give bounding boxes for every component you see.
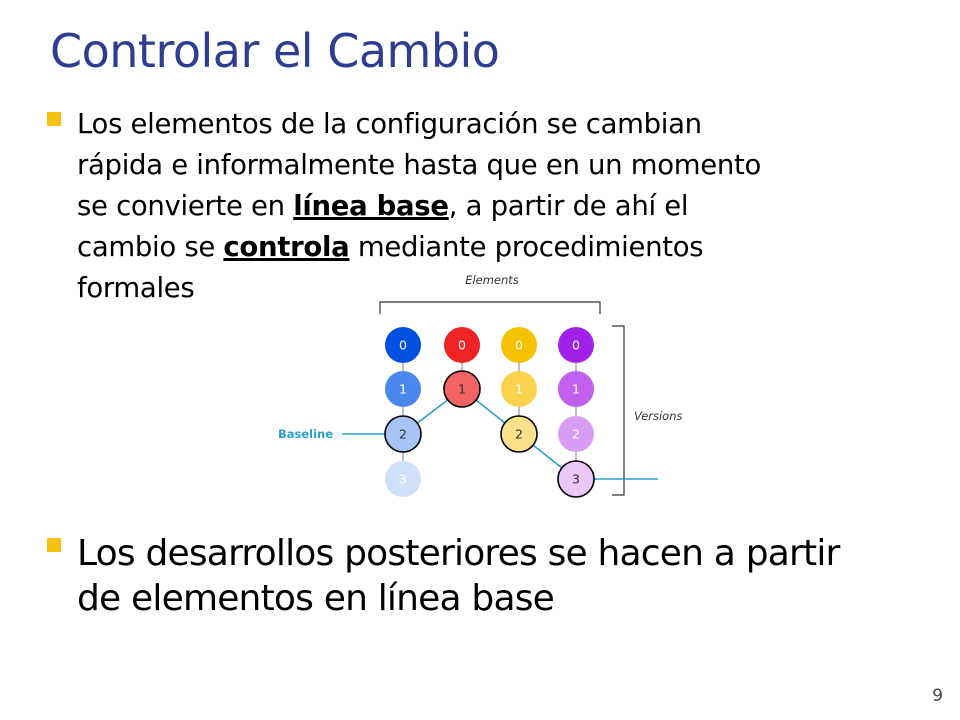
element-4-version-label: 2 bbox=[572, 427, 580, 442]
bullet-2-line: Los desarrollos posteriores se hacen a p… bbox=[77, 531, 937, 576]
bullet-1-line: rápida e informalmente hasta que en un m… bbox=[77, 145, 857, 186]
keyword-emphasis: controla bbox=[223, 231, 350, 263]
text-segment: , a partir de ahí el bbox=[448, 190, 689, 222]
bullet-text-2: Los desarrollos posteriores se hacen a p… bbox=[77, 531, 937, 621]
elements-label: Elements bbox=[465, 273, 519, 287]
bullet-text-1: Los elementos de la configuración se cam… bbox=[77, 104, 857, 309]
element-4-version-label: 3 bbox=[572, 472, 580, 487]
versions-label: Versions bbox=[634, 409, 683, 423]
bullet-1-line: Los elementos de la configuración se cam… bbox=[77, 104, 857, 145]
element-3-version-node bbox=[500, 415, 538, 453]
elements-bracket bbox=[379, 301, 601, 314]
bullet-1-line: cambio se controla mediante procedimient… bbox=[77, 227, 857, 268]
text-segment: Los desarrollos posteriores se hacen a p… bbox=[77, 533, 840, 574]
baseline-label: Baseline bbox=[278, 427, 333, 441]
element-4-version-node bbox=[558, 327, 594, 363]
element-1-version-node bbox=[385, 461, 421, 497]
element-1-version-label: 2 bbox=[399, 427, 407, 442]
element-4-version-node bbox=[558, 416, 594, 452]
element-2-version-node bbox=[444, 327, 480, 363]
element-3-version-label: 2 bbox=[515, 427, 523, 442]
element-4-version-node bbox=[558, 371, 594, 407]
element-1-version-node bbox=[384, 415, 422, 453]
element-4-version-label: 0 bbox=[572, 338, 580, 353]
bullet-marker-1 bbox=[47, 112, 61, 126]
element-1-version-label: 3 bbox=[399, 472, 407, 487]
element-1-version-node bbox=[385, 327, 421, 363]
bullet-2-line: de elementos en línea base bbox=[77, 576, 937, 621]
element-2-version-label: 0 bbox=[458, 338, 466, 353]
bullet-1-line: se convierte en línea base, a partir de … bbox=[77, 186, 857, 227]
text-segment: Los elementos de la configuración se cam… bbox=[77, 108, 702, 140]
keyword-emphasis: línea base bbox=[293, 190, 449, 222]
text-segment: formales bbox=[77, 272, 195, 304]
element-1-version-label: 0 bbox=[399, 338, 407, 353]
element-3-version-node bbox=[501, 371, 537, 407]
page-number: 9 bbox=[932, 686, 943, 706]
text-segment: rápida e informalmente hasta que en un m… bbox=[77, 149, 761, 181]
slide-title: Controlar el Cambio bbox=[50, 24, 500, 78]
element-2-version-node bbox=[443, 370, 481, 408]
text-segment: de elementos en línea base bbox=[77, 578, 555, 619]
bullet-marker-2 bbox=[47, 538, 61, 552]
text-segment: cambio se bbox=[77, 231, 224, 263]
element-2-version-label: 1 bbox=[458, 382, 466, 397]
element-1-version-label: 1 bbox=[399, 382, 407, 397]
element-4-version-label: 1 bbox=[572, 382, 580, 397]
bullet-1-line: formales bbox=[77, 268, 857, 309]
element-3-version-label: 1 bbox=[515, 382, 523, 397]
versions-bracket bbox=[612, 325, 625, 496]
element-3-version-node bbox=[501, 327, 537, 363]
element-3-version-label: 0 bbox=[515, 338, 523, 353]
text-segment: se convierte en bbox=[77, 190, 294, 222]
baseline-path bbox=[402, 387, 577, 480]
element-1-version-node bbox=[385, 371, 421, 407]
element-4-version-node bbox=[557, 460, 595, 498]
text-segment: mediante procedimientos bbox=[349, 231, 704, 263]
